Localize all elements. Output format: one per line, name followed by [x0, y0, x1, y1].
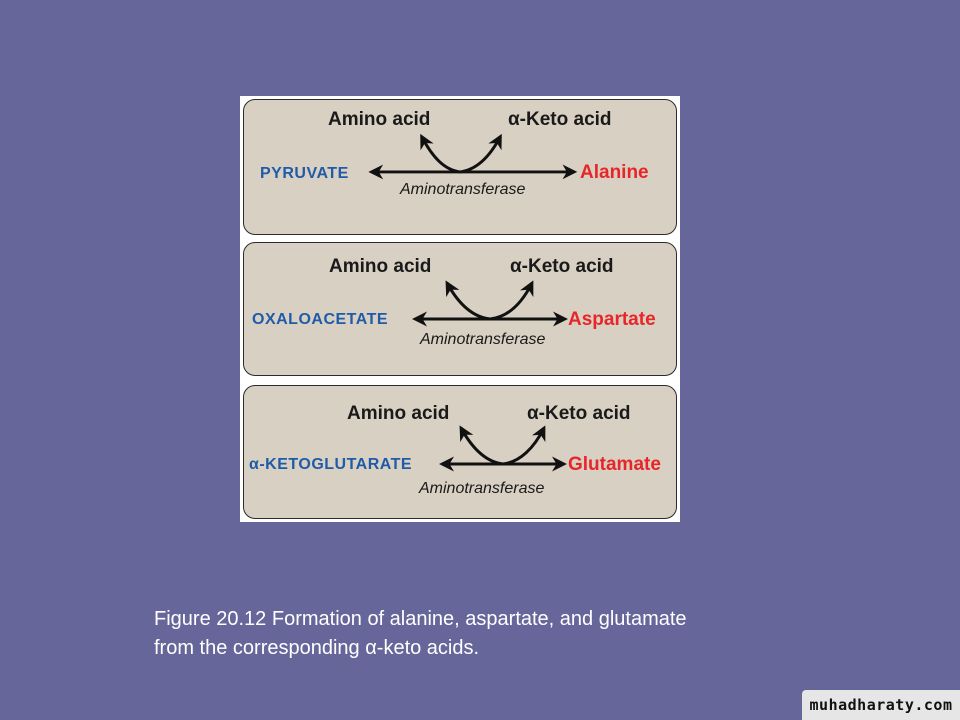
reaction-arrows: [412, 280, 568, 327]
watermark-logo: muhadharaty.com: [802, 690, 960, 720]
product-label: Glutamate: [568, 454, 661, 475]
product-label: Alanine: [580, 162, 649, 183]
keto-acid-curved-arrow: [459, 133, 502, 174]
keto-acid-curved-arrow: [489, 280, 534, 321]
amino-acid-curved-arrow: [445, 280, 491, 321]
amino-acid-curved-arrow: [459, 425, 504, 466]
amino-acid-label: Amino acid: [329, 256, 432, 277]
product-label: Aspartate: [568, 309, 656, 330]
substrate-label: OXALOACETATE: [252, 311, 389, 328]
figure-caption: Figure 20.12 Formation of alanine, aspar…: [154, 608, 687, 659]
reaction-panel-glutamate: Amino acid α-Keto acid α-KETOGLUTARATE G…: [243, 385, 677, 519]
amino-acid-label: Amino acid: [347, 403, 450, 424]
keto-acid-label: α-Keto acid: [508, 109, 612, 130]
keto-acid-label: α-Keto acid: [527, 403, 631, 424]
enzyme-label: Aminotransferase: [420, 331, 546, 348]
reaction-arrows: [368, 133, 578, 180]
reaction-arrows: [439, 425, 567, 472]
amino-acid-label: Amino acid: [328, 109, 431, 130]
substrate-label: PYRUVATE: [260, 165, 349, 182]
substrate-label: α-KETOGLUTARATE: [249, 456, 413, 473]
keto-acid-label: α-Keto acid: [510, 256, 614, 277]
enzyme-label: Aminotransferase: [419, 480, 545, 497]
reaction-figure: Amino acid α-Keto acid PYRUVATE Alanine …: [240, 96, 680, 522]
enzyme-label: Aminotransferase: [400, 181, 526, 198]
amino-acid-curved-arrow: [420, 133, 461, 174]
keto-acid-curved-arrow: [502, 425, 546, 466]
reaction-panel-alanine: Amino acid α-Keto acid PYRUVATE Alanine …: [243, 99, 677, 235]
reaction-panel-aspartate: Amino acid α-Keto acid OXALOACETATE Aspa…: [243, 242, 677, 376]
